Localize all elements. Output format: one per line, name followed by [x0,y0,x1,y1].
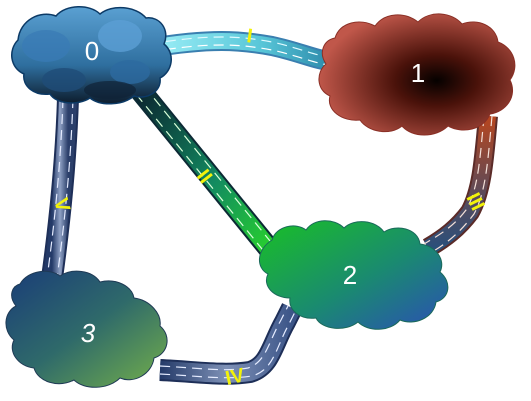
edge-label-IV: IV [223,364,247,390]
edge-label-V: V [49,196,74,215]
edge-IV [159,303,302,385]
node-0: 0 [11,6,172,105]
edge-II [131,83,284,263]
node-2: 2 [259,220,449,330]
node-label-1: 1 [411,58,425,88]
edge-label-I: I [245,25,254,48]
node-1: 1 [318,13,516,136]
edge-III [422,115,498,257]
node-label-2: 2 [343,260,357,290]
node-3: 3 [5,270,168,388]
node-label-0: 0 [85,36,99,66]
edge-I [148,31,337,72]
node-label-3: 3 [81,318,96,348]
edge-V [41,97,79,280]
